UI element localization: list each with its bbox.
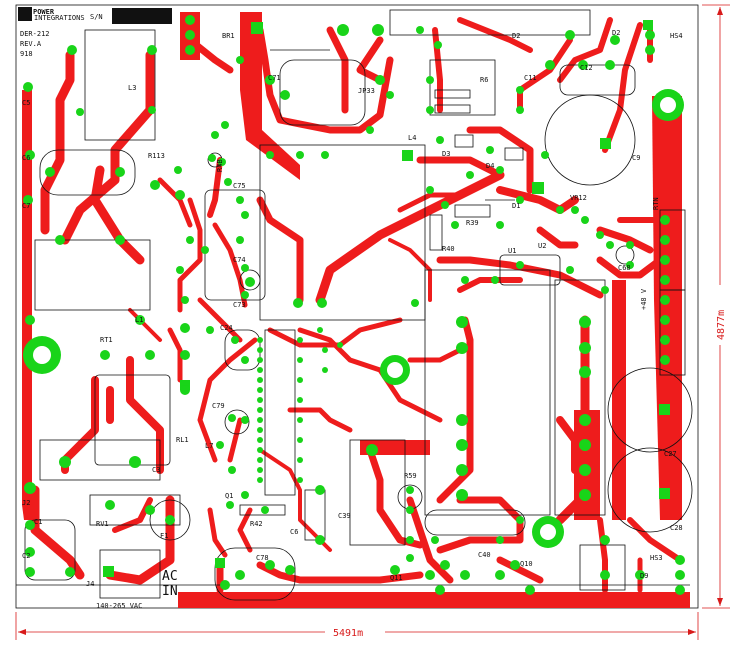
ref-c7: C7 xyxy=(22,202,30,210)
ref-r113: R113 xyxy=(148,152,165,160)
ref-q10: Q10 xyxy=(520,560,533,568)
ref-l4: L4 xyxy=(408,134,416,142)
silkscreen-outlines xyxy=(16,9,693,601)
ref-c78: C78 xyxy=(256,554,269,562)
ref-l1: L1 xyxy=(135,316,143,324)
ref-c5: C5 xyxy=(22,99,30,107)
dimension-height: 4877m xyxy=(702,4,730,609)
ref-c6: C6 xyxy=(22,154,30,162)
ref-d9: D9 xyxy=(640,572,648,580)
ref-f1: F1 xyxy=(160,532,168,540)
ref-c71: C71 xyxy=(268,74,281,82)
ref-c39: C39 xyxy=(338,512,351,520)
ref-l3: L3 xyxy=(128,84,136,92)
ref-q1: Q1 xyxy=(225,492,233,500)
ref-c74: C74 xyxy=(233,256,246,264)
ref-c12: C12 xyxy=(580,64,593,72)
pads-round xyxy=(23,89,684,548)
ref-c11: C11 xyxy=(524,74,537,82)
pads-square xyxy=(103,20,670,577)
ref-c2: C2 xyxy=(22,552,30,560)
ref-c3: C3 xyxy=(152,466,160,474)
logo-brand: POWER xyxy=(33,8,55,16)
ref-j2: J2 xyxy=(22,499,30,507)
pads xyxy=(23,15,685,595)
ref-c28: C28 xyxy=(670,524,683,532)
ref-c73: C73 xyxy=(233,301,246,309)
revision: REV.A xyxy=(20,40,42,48)
dimension-width: 5491m xyxy=(15,612,699,640)
ref-vr12: VR12 xyxy=(570,194,587,202)
ref-rt1: RT1 xyxy=(100,336,113,344)
ref-r40: R40 xyxy=(442,245,455,253)
dimension-height-label: 4877m xyxy=(716,310,727,340)
ref-c9: C9 xyxy=(632,154,640,162)
dimension-width-label: 5491m xyxy=(333,628,363,639)
ac-in-label-line1: AC xyxy=(162,569,178,584)
pads-small xyxy=(23,15,685,595)
ref-u2: U2 xyxy=(538,242,546,250)
ref-d2-right: D2 xyxy=(612,29,620,37)
ref-r39: R39 xyxy=(466,219,479,227)
ref-r6: R6 xyxy=(480,76,488,84)
ref-d1: D1 xyxy=(512,202,520,210)
ref-c27: C27 xyxy=(664,450,677,458)
logo-sub: INTEGRATIONS xyxy=(34,14,85,22)
copper-pours xyxy=(22,12,690,608)
ref-c79: C79 xyxy=(212,402,225,410)
ref-d3: D3 xyxy=(442,150,450,158)
part-number: DER-212 xyxy=(20,30,50,38)
logo: POWER INTEGRATIONS xyxy=(18,7,85,22)
ref-c68: C68 xyxy=(618,264,631,272)
ref-rl1: RL1 xyxy=(176,436,189,444)
input-voltage-label: 140-265 VAC xyxy=(96,602,142,610)
board-code: 918 xyxy=(20,50,33,58)
ref-q11: Q11 xyxy=(390,574,403,582)
ref-rv1: RV1 xyxy=(96,520,109,528)
output-return-label: RTN xyxy=(652,197,660,210)
ref-c40: C40 xyxy=(478,551,491,559)
ref-r4b: R4B xyxy=(216,159,224,172)
ref-d2-top: D2 xyxy=(512,32,520,40)
ref-c1: C1 xyxy=(34,518,42,526)
ref-hs3: HS3 xyxy=(650,554,663,562)
ac-in-label-line2: IN xyxy=(162,584,178,599)
ref-c75: C75 xyxy=(233,182,246,190)
ref-jp33: JP33 xyxy=(358,87,375,95)
ref-l7: L7 xyxy=(205,442,213,450)
ref-u1: U1 xyxy=(508,247,516,255)
ref-br1: BR1 xyxy=(222,32,235,40)
ref-r59: R59 xyxy=(404,472,417,480)
ref-hs4: HS4 xyxy=(670,32,683,40)
ref-c6b: C6 xyxy=(290,528,298,536)
ref-j4: J4 xyxy=(86,580,94,588)
serial-number-field xyxy=(112,8,172,24)
serial-number-label: S/N xyxy=(90,13,103,21)
ref-r42: R42 xyxy=(250,520,263,528)
output-positive-label: +48 V xyxy=(640,288,648,310)
ref-c24: C24 xyxy=(220,324,233,332)
ref-d4: D4 xyxy=(486,162,494,170)
reference-designators: C5 C6 C7 L3 R113 L1 RT1 C3 RL1 J2 C1 C2 … xyxy=(22,29,683,588)
